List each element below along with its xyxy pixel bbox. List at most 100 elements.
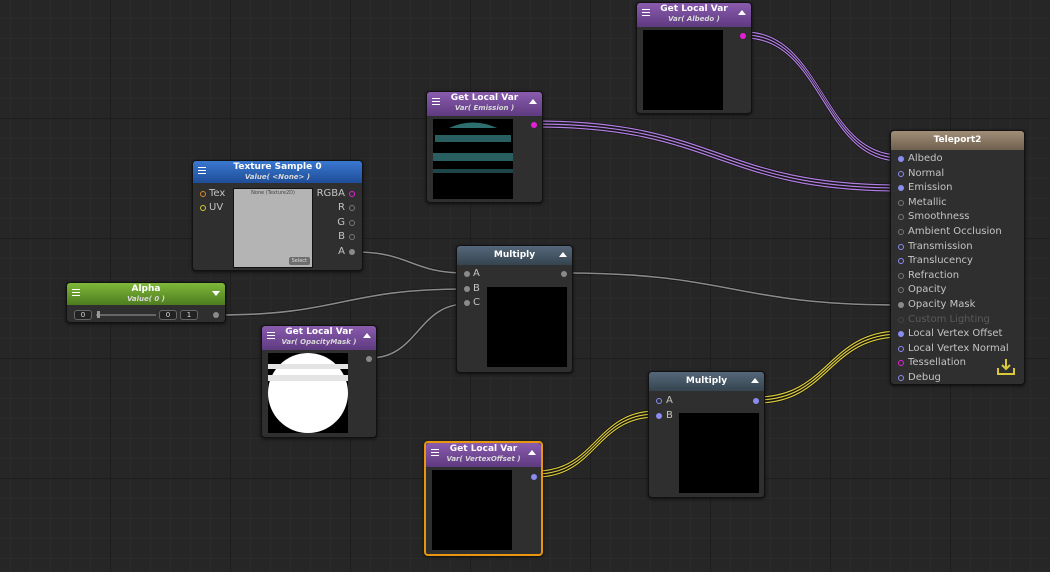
node-multiply-1[interactable]: Multiply A B C [456,245,573,373]
port-label: R [338,202,345,213]
collapse-icon[interactable] [751,378,759,383]
wire-multiply-to-vertex-offset-outline [756,329,901,399]
wire-albedo-outline [744,36,901,163]
collapse-icon[interactable] [363,333,371,338]
input-port-a[interactable] [656,398,662,404]
node-header[interactable]: Alpha Value( 0 ) [67,283,225,305]
node-title: Multiply [493,250,536,260]
output-port-rgba[interactable] [349,191,355,197]
port-label: A [473,268,480,279]
input-port-albedo[interactable] [898,156,904,162]
max-field[interactable]: 1 [180,310,198,320]
wire-texture-a-outline [354,250,467,275]
port-label: B [473,283,480,294]
input-port-uv[interactable] [200,205,206,211]
value-field[interactable]: 0 [159,310,177,320]
dropdown-icon[interactable] [212,291,220,296]
port-label: Emission [908,182,953,194]
value-slider[interactable] [96,314,156,316]
collapse-icon[interactable] [559,252,567,257]
collapse-icon[interactable] [528,450,536,455]
output-port-b[interactable] [349,234,355,240]
port-label: Albedo [908,153,943,164]
node-header[interactable]: Get Local Var Var( VertexOffset ) [426,443,541,467]
node-header[interactable]: Multiply [649,372,764,391]
node-header[interactable]: Get Local Var Var( OpacityMask ) [262,326,376,350]
input-port-local-vertex-offset[interactable] [898,331,904,338]
menu-icon[interactable] [267,332,275,339]
preview-swatch [433,119,513,199]
input-port-smoothness[interactable] [898,214,904,221]
collapse-icon[interactable] [529,99,537,104]
wire-vertex-to-multiply-outline [535,412,657,476]
port-label: A [338,246,345,257]
input-port-custom-lighting[interactable] [898,316,904,323]
input-port-emission[interactable] [898,185,904,192]
node-multiply-2[interactable]: Multiply A B [648,371,765,498]
input-port-metallic[interactable] [898,199,904,206]
wire-multiply-to-vertex-offset-outline [756,335,901,405]
input-port-transmission[interactable] [898,243,904,250]
input-port-opacity-mask[interactable] [898,302,904,308]
output-port-g[interactable] [349,220,355,226]
output-port[interactable] [561,271,567,277]
input-port-b[interactable] [464,286,470,292]
node-get-local-var-albedo[interactable]: Get Local Var Var( Albedo ) [636,2,752,114]
output-port-r[interactable] [349,205,355,211]
port-label: Normal [908,167,945,179]
node-header[interactable]: Get Local Var Var( Albedo ) [637,3,751,27]
input-port-tessellation[interactable] [898,360,904,367]
texture-slot-label: None (Texture2D) [251,190,295,196]
slider-thumb[interactable] [97,311,100,318]
input-port-normal[interactable] [898,170,904,177]
node-title: Get Local Var [450,93,519,103]
output-port[interactable] [531,474,537,480]
node-texture-sample[interactable]: Texture Sample 0 Value( <None> ) Tex UV … [192,160,363,271]
input-port-c[interactable] [464,300,470,306]
menu-icon[interactable] [432,98,440,105]
collapse-icon[interactable] [738,10,746,15]
input-port-ambient-occlusion[interactable] [898,229,904,235]
input-port-local-vertex-normal[interactable] [898,345,904,352]
node-header[interactable]: Texture Sample 0 Value( <None> ) [193,161,362,183]
node-header[interactable]: Get Local Var Var( Emission ) [427,92,542,116]
output-port[interactable] [753,398,759,404]
node-get-local-var-vertex-offset[interactable]: Get Local Var Var( VertexOffset ) [424,441,543,556]
save-icon[interactable] [995,357,1017,377]
port-label: G [337,217,345,228]
input-port-b[interactable] [656,413,662,419]
wire-emission-outline [535,122,901,190]
node-header[interactable]: Teleport2 [891,131,1024,150]
output-port[interactable] [740,33,746,39]
input-port-refraction[interactable] [898,272,904,279]
input-port-debug[interactable] [898,375,904,381]
select-button[interactable]: Select [288,257,310,265]
menu-icon[interactable] [642,9,650,16]
menu-icon[interactable] [431,449,439,456]
output-port[interactable] [213,312,219,318]
input-port-translucency[interactable] [898,258,904,265]
input-port-tex[interactable] [200,191,206,197]
node-header[interactable]: Multiply [457,246,572,265]
port-label: A [666,395,673,406]
port-label: Opacity [908,284,947,296]
node-title: Get Local Var [660,4,728,14]
menu-icon[interactable] [72,289,80,296]
output-port-a[interactable] [349,249,355,255]
wire-multiply-opacity-mask-outline [564,271,901,307]
output-port[interactable] [366,356,372,362]
min-field[interactable]: 0 [74,310,92,320]
texture-slot[interactable]: None (Texture2D) Select [233,188,313,268]
input-port-a[interactable] [464,271,470,277]
wire-albedo [744,31,901,156]
menu-icon[interactable] [198,167,206,174]
node-get-local-var-emission[interactable]: Get Local Var Var( Emission ) [426,91,543,203]
node-alpha[interactable]: Alpha Value( 0 ) 0 0 1 [66,282,226,323]
node-subtitle: Var( Emission ) [454,104,515,112]
output-port[interactable] [531,122,537,128]
preview-swatch [679,413,759,493]
node-get-local-var-opacity-mask[interactable]: Get Local Var Var( OpacityMask ) [261,325,377,438]
input-port-opacity[interactable] [898,287,904,294]
wire-emission [535,120,901,186]
